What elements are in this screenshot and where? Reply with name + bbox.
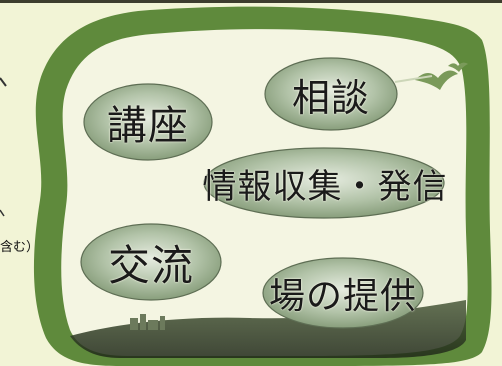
- pill-kouza: [83, 83, 213, 161]
- node-label-soudan: 相談: [291, 75, 370, 120]
- edge-mark: [0, 209, 5, 217]
- pill-jouhou: [203, 147, 445, 219]
- top-border-line: [0, 0, 502, 3]
- node-label-kouryuu: 交流: [107, 240, 194, 290]
- node-label-ba: 場の提供: [268, 276, 417, 317]
- town-silhouette: [130, 314, 165, 330]
- bird-icon: [415, 62, 468, 90]
- bird-trail: [394, 75, 433, 83]
- node-label-jouhou: 情報収集・発信: [202, 166, 448, 207]
- pill-soudan: [264, 57, 398, 131]
- pill-ba: [262, 257, 424, 329]
- edge-text-fragment: 含む）: [0, 240, 40, 255]
- node-label-kouza: 講座: [107, 103, 189, 149]
- edge-mark: [0, 77, 7, 87]
- pill-kouryuu: [80, 223, 222, 301]
